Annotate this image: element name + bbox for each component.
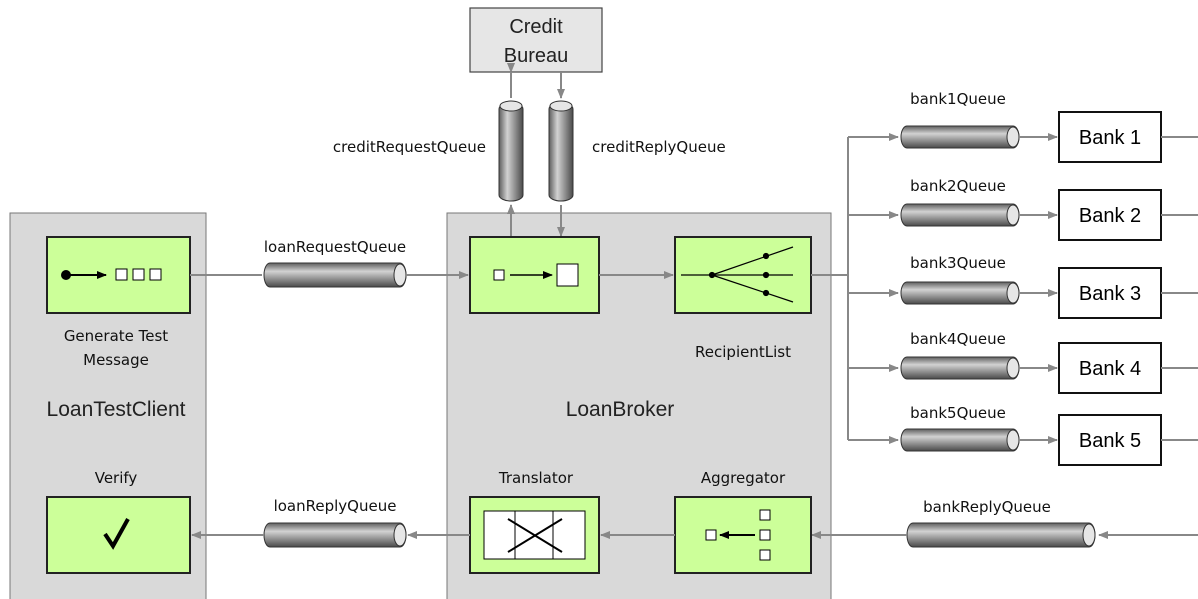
bank-box: [1058, 189, 1162, 241]
translator-label: Translator: [498, 469, 574, 487]
bank-queue-label: bank3Queue: [910, 254, 1006, 272]
loan-broker-label: LoanBroker: [566, 398, 675, 421]
bank-queue: [900, 356, 1020, 380]
bank-queue: [900, 203, 1020, 227]
bank-queue-label: bank1Queue: [910, 90, 1006, 108]
generate-label-1: Generate Test: [64, 327, 168, 345]
bank-queue-label: bank4Queue: [910, 330, 1006, 348]
bank-queue-label: bank2Queue: [910, 177, 1006, 195]
bank-box: [1058, 342, 1162, 394]
bank-box: [1058, 414, 1162, 466]
verify-label: Verify: [95, 469, 138, 487]
loan-request-queue: [263, 262, 407, 288]
bank-input-connectors: [1019, 133, 1058, 444]
aggregator-icon: [705, 509, 771, 561]
generate-label-2: Message: [83, 351, 149, 369]
loan-reply-queue-label: loanReplyQueue: [274, 497, 397, 515]
message-generator-icon: [61, 268, 162, 281]
bank-reply-queue-label: bankReplyQueue: [923, 498, 1051, 516]
bank-connectors: [848, 133, 899, 444]
credit-bureau-box: [469, 7, 603, 73]
credit-reply-queue-label: creditReplyQueue: [592, 138, 726, 156]
bank-label: Bank 1: [1079, 127, 1141, 149]
bank-queue: [900, 428, 1020, 452]
loan-test-client-label: LoanTestClient: [47, 398, 186, 421]
content-enricher-icon: [493, 263, 579, 287]
bank-label: Bank 4: [1079, 358, 1141, 380]
aggregator-label: Aggregator: [701, 469, 786, 487]
recipient-list-label: RecipientList: [695, 343, 791, 361]
credit-bureau-label-1: Credit: [509, 16, 563, 38]
bank-output-connectors: [1161, 136, 1198, 441]
recipient-list-icon: [681, 246, 794, 303]
bank-label: Bank 3: [1079, 283, 1141, 305]
bank-label: Bank 2: [1079, 205, 1141, 227]
bank-queue: [900, 125, 1020, 149]
bank-box: [1058, 267, 1162, 319]
credit-request-queue: [498, 100, 524, 202]
credit-bureau-label-2: Bureau: [504, 45, 569, 67]
checkmark-icon: [103, 518, 130, 550]
credit-request-queue-label: creditRequestQueue: [333, 138, 486, 156]
bank-label: Bank 5: [1079, 430, 1141, 452]
translator-icon: [483, 510, 586, 560]
loan-request-queue-label: loanRequestQueue: [264, 238, 406, 256]
bank-queue: [900, 281, 1020, 305]
connector: [811, 137, 849, 440]
bank-queue-label: bank5Queue: [910, 404, 1006, 422]
loan-reply-queue: [263, 522, 407, 548]
credit-reply-queue: [548, 100, 574, 202]
bank-reply-queue: [906, 522, 1096, 548]
